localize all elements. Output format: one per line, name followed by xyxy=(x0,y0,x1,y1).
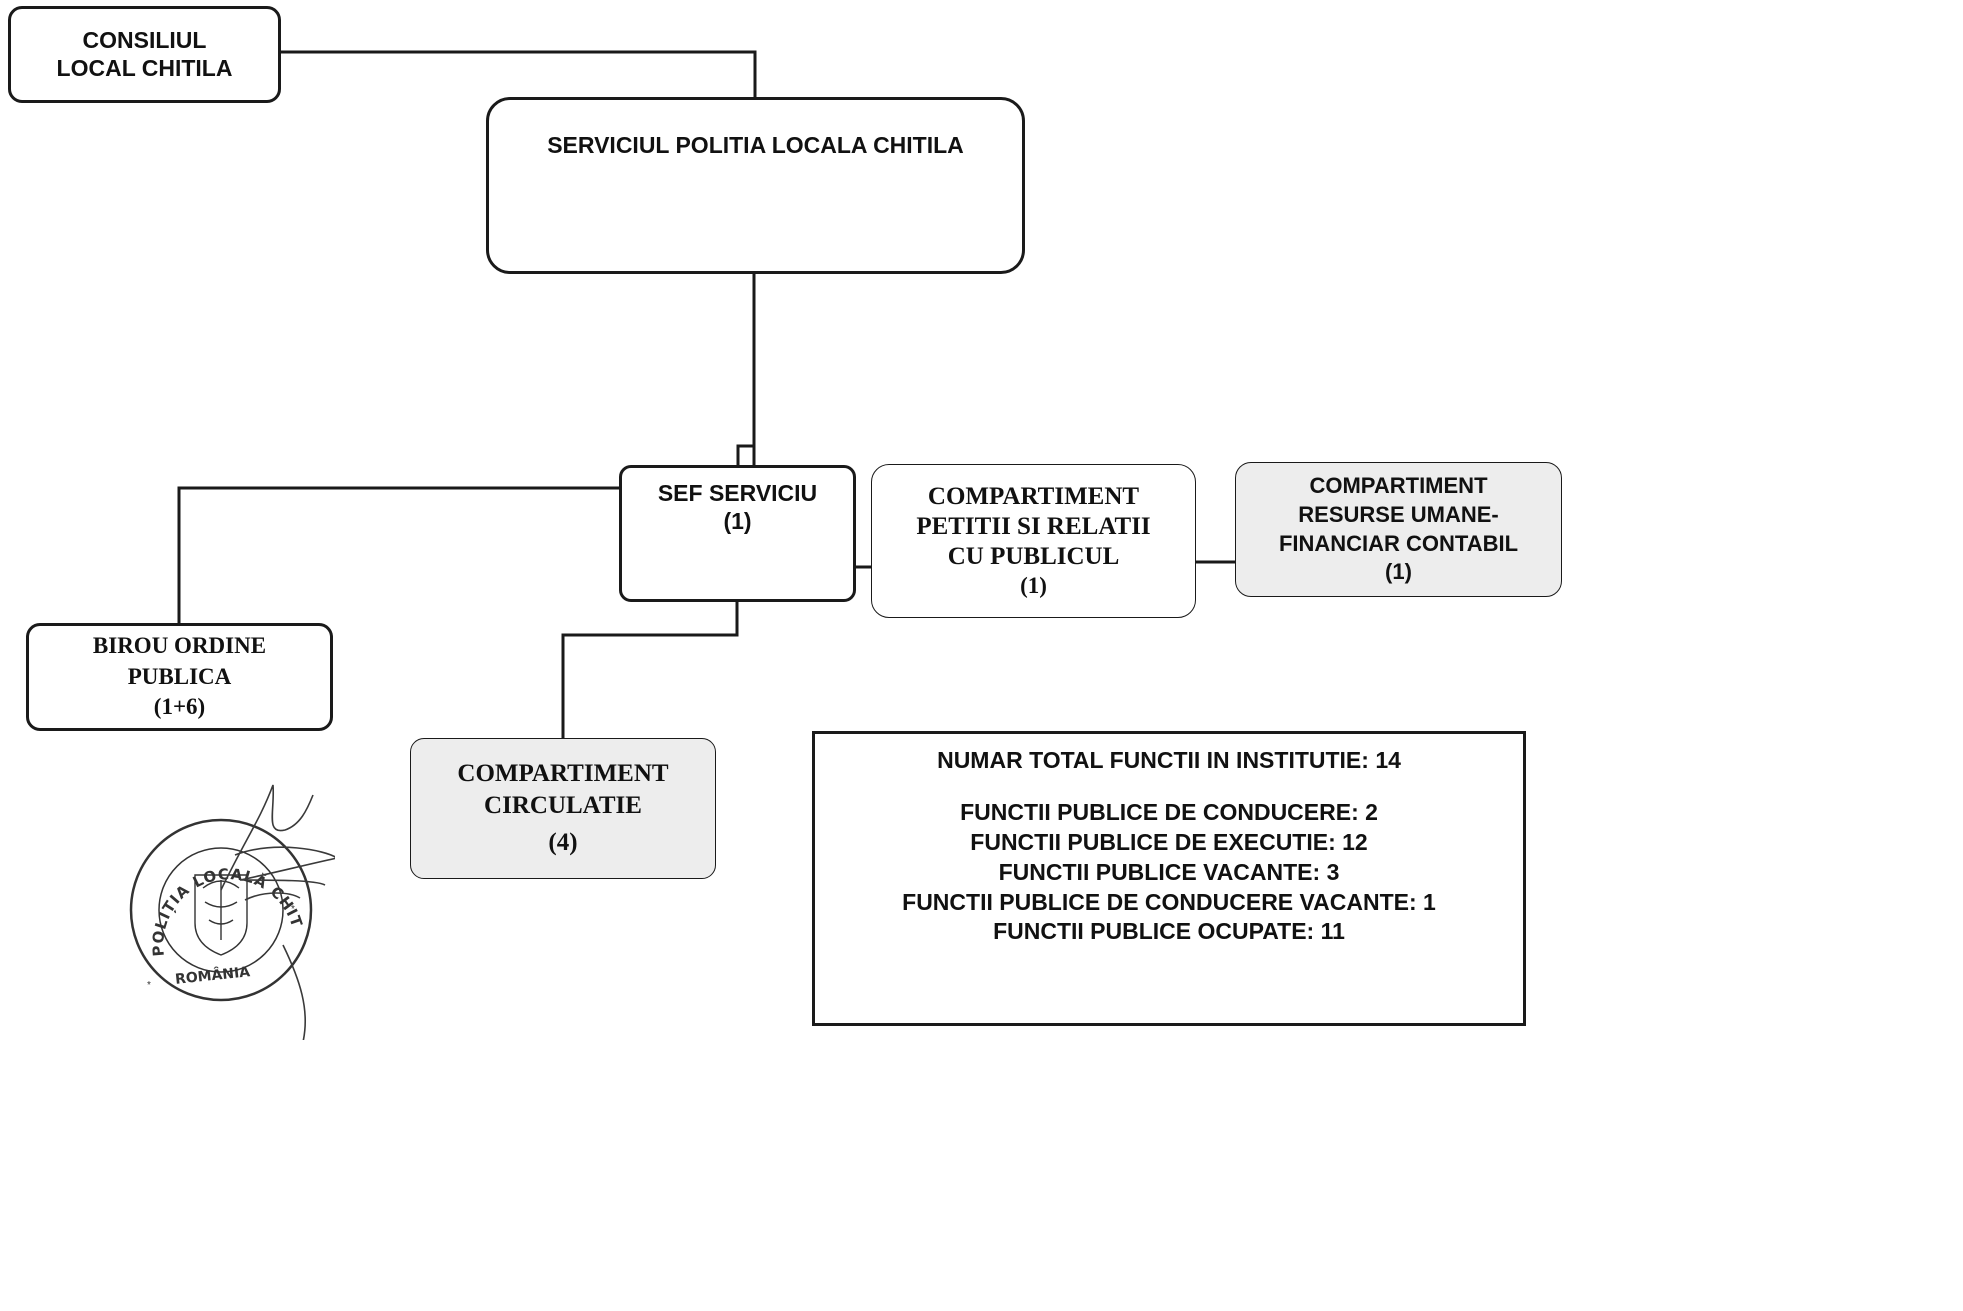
connector-sef-notch xyxy=(736,444,754,465)
stamp-bottom-text: ROMÂNIA xyxy=(174,963,251,988)
node-serviciul-politia-locala: SERVICIUL POLITIA LOCALA CHITILA xyxy=(486,97,1025,274)
node-label-line: COMPARTIMENT xyxy=(927,483,1140,511)
official-stamp-seal: POLIȚIA LOCALĂ CHITILA - ILFOV ROMÂNIA *… xyxy=(125,780,335,1040)
node-count: (1) xyxy=(1385,559,1412,585)
node-label-line: CU PUBLICUL xyxy=(947,543,1120,571)
svg-text:*: * xyxy=(147,980,151,991)
summary-line: FUNCTII PUBLICE DE CONDUCERE: 2 xyxy=(960,798,1378,825)
node-compartiment-resurse: COMPARTIMENT RESURSE UMANE- FINANCIAR CO… xyxy=(1235,462,1562,597)
node-label-line: PETITII SI RELATII xyxy=(916,513,1151,541)
node-label-line: CIRCULATIE xyxy=(484,792,642,820)
node-label-line: CONSILIUL xyxy=(82,26,207,53)
node-label-line: SEF SERVICIU xyxy=(657,480,818,506)
node-compartiment-petitii: COMPARTIMENT PETITII SI RELATII CU PUBLI… xyxy=(871,464,1196,618)
summary-line: FUNCTII PUBLICE DE EXECUTIE: 12 xyxy=(970,828,1368,855)
connector-lines xyxy=(177,50,1235,738)
node-count: (1) xyxy=(723,507,752,534)
connector-sef-birou xyxy=(177,486,619,623)
node-birou-ordine-publica: BIROU ORDINE PUBLICA (1+6) xyxy=(26,623,333,731)
summary-total: NUMAR TOTAL FUNCTII IN INSTITUTIE: 14 xyxy=(937,747,1401,773)
svg-text:*: * xyxy=(291,904,295,915)
node-label-line: PUBLICA xyxy=(127,663,232,689)
handwritten-signature xyxy=(220,784,335,1040)
node-count: (1+6) xyxy=(153,694,206,720)
node-compartiment-circulatie: COMPARTIMENT CIRCULATIE (4) xyxy=(410,738,716,879)
node-sef-serviciu: SEF SERVICIU (1) xyxy=(619,465,856,602)
summary-spacer xyxy=(815,776,1523,798)
summary-line: FUNCTII PUBLICE VACANTE: 3 xyxy=(998,858,1340,885)
node-count: (4) xyxy=(548,828,578,856)
node-label-line: SERVICIUL POLITIA LOCALA CHITILA xyxy=(547,132,964,158)
summary-line: FUNCTII PUBLICE OCUPATE: 11 xyxy=(993,918,1345,945)
node-label-line: COMPARTIMENT xyxy=(457,759,669,787)
node-label-line: FINANCIAR CONTABIL xyxy=(1278,530,1519,556)
summary-line: FUNCTII PUBLICE DE CONDUCERE VACANTE: 1 xyxy=(902,888,1436,915)
node-label-line: BIROU ORDINE xyxy=(92,633,267,659)
connector-sef-circulatie xyxy=(561,602,739,738)
node-count: (1) xyxy=(1020,573,1047,599)
node-label-line: RESURSE UMANE- xyxy=(1298,501,1499,527)
node-consiliul-local: CONSILIUL LOCAL CHITILA xyxy=(8,6,281,103)
summary-box: NUMAR TOTAL FUNCTII IN INSTITUTIE: 14 FU… xyxy=(812,731,1526,1026)
connector-consiliul-serviciul xyxy=(281,50,757,97)
node-label-line: COMPARTIMENT xyxy=(1309,473,1488,499)
node-label-line: LOCAL CHITILA xyxy=(56,54,233,81)
